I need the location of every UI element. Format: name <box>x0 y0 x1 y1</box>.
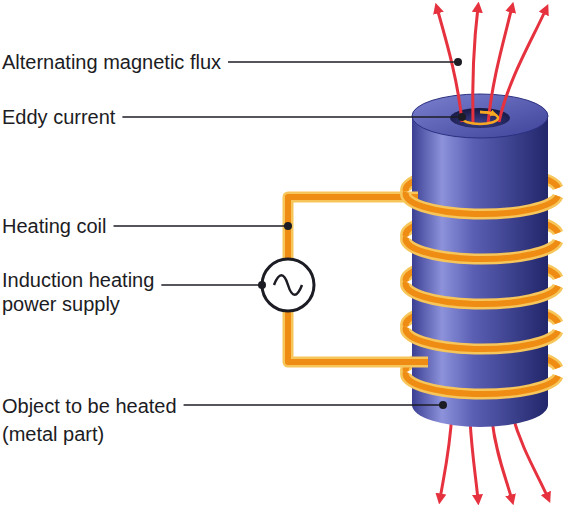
leader-dots <box>258 58 466 409</box>
part-label: Alternating magnetic flux <box>2 50 287 74</box>
leader-lines <box>114 62 462 405</box>
eddy-current-ring <box>462 112 498 124</box>
part-label: Eddy current <box>2 105 157 129</box>
part-label: Object to be heated (metal part) <box>2 392 224 448</box>
flux-lines-top <box>437 7 546 124</box>
part-label: Heating coil <box>2 214 147 238</box>
ac-source-symbol <box>262 259 314 311</box>
part-label: Induction heating power supply <box>2 268 190 316</box>
coil-front <box>406 192 558 394</box>
